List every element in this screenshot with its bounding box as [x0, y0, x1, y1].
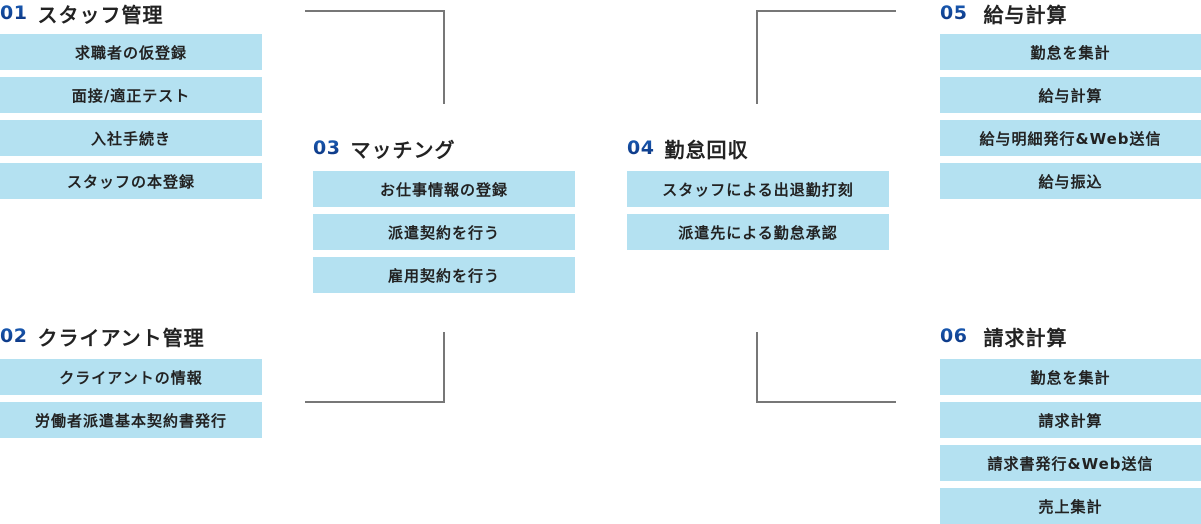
group-heading: 05 給与計算: [940, 0, 1201, 27]
group-title: スタッフ管理: [37, 2, 164, 27]
step-item: 勤怠を集計: [940, 34, 1201, 70]
step-item: 給与振込: [940, 163, 1201, 199]
connector-01-03-vertical: [443, 10, 445, 104]
group-staff-management: 01 スタッフ管理 求職者の仮登録 面接/適正テスト 入社手続き スタッフの本登…: [0, 0, 262, 199]
step-item: 売上集計: [940, 488, 1201, 524]
step-item: 労働者派遣基本契約書発行: [0, 402, 262, 438]
group-billing-calculation: 06 請求計算 勤怠を集計 請求計算 請求書発行&Web送信 売上集計: [940, 323, 1201, 524]
group-heading: 04 勤怠回収: [627, 135, 889, 162]
step-number: 03: [313, 137, 341, 159]
group-matching: 03 マッチング お仕事情報の登録 派遣契約を行う 雇用契約を行う: [313, 135, 575, 293]
group-attendance-collection: 04 勤怠回収 スタッフによる出退勤打刻 派遣先による勤怠承認: [627, 135, 889, 250]
connector-04-06-horizontal: [756, 401, 896, 403]
connector-02-03-horizontal: [305, 401, 445, 403]
step-item: 給与計算: [940, 77, 1201, 113]
step-item: 請求計算: [940, 402, 1201, 438]
group-heading: 02 クライアント管理: [0, 323, 262, 350]
step-item: スタッフの本登録: [0, 163, 262, 199]
connector-04-05-horizontal: [756, 10, 896, 12]
step-item: 勤怠を集計: [940, 359, 1201, 395]
connector-02-03-vertical: [443, 332, 445, 403]
step-item: お仕事情報の登録: [313, 171, 575, 207]
group-client-management: 02 クライアント管理 クライアントの情報 労働者派遣基本契約書発行: [0, 323, 262, 438]
step-item: 面接/適正テスト: [0, 77, 262, 113]
step-item: 求職者の仮登録: [0, 34, 262, 70]
group-heading: 03 マッチング: [313, 135, 575, 162]
step-number: 06: [940, 325, 968, 347]
step-number: 05: [940, 2, 968, 24]
group-payroll-calculation: 05 給与計算 勤怠を集計 給与計算 給与明細発行&Web送信 給与振込: [940, 0, 1201, 199]
step-item: 請求書発行&Web送信: [940, 445, 1201, 481]
step-item: 雇用契約を行う: [313, 257, 575, 293]
group-title: 勤怠回収: [664, 137, 749, 162]
step-item: スタッフによる出退勤打刻: [627, 171, 889, 207]
step-number: 01: [0, 2, 28, 24]
group-title: マッチング: [350, 137, 456, 162]
group-heading: 01 スタッフ管理: [0, 0, 262, 27]
group-title: 請求計算: [983, 325, 1068, 350]
group-title: 給与計算: [983, 2, 1068, 27]
step-number: 04: [627, 137, 655, 159]
group-title: クライアント管理: [37, 325, 205, 350]
step-item: 給与明細発行&Web送信: [940, 120, 1201, 156]
connector-04-06-vertical: [756, 332, 758, 403]
group-heading: 06 請求計算: [940, 323, 1201, 350]
step-number: 02: [0, 325, 28, 347]
connector-04-05-vertical: [756, 10, 758, 104]
connector-01-03-horizontal: [305, 10, 445, 12]
step-item: クライアントの情報: [0, 359, 262, 395]
step-item: 派遣先による勤怠承認: [627, 214, 889, 250]
step-item: 入社手続き: [0, 120, 262, 156]
step-item: 派遣契約を行う: [313, 214, 575, 250]
